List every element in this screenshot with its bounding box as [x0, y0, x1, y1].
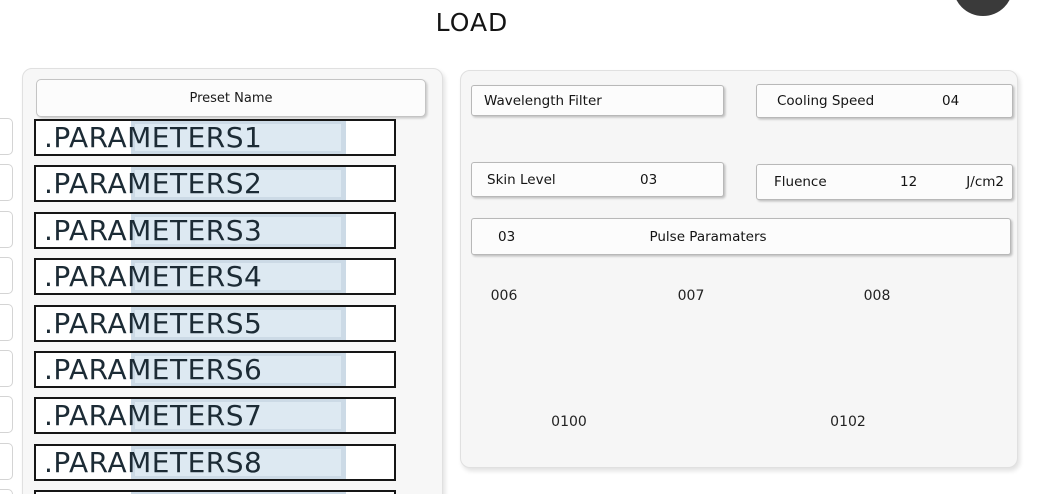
preset-item-label: .PARAMETERS1	[44, 121, 263, 154]
left-edge-partial-button	[0, 211, 13, 248]
preset-item-label: .PARAMETERS8	[44, 446, 263, 479]
cooling-speed-value: 04	[942, 93, 960, 109]
code-label: 007	[677, 288, 705, 304]
code-label: 0102	[830, 414, 866, 430]
pulse-parameters-value: 03	[498, 228, 516, 245]
preset-item[interactable]: .PARAMETERS3	[34, 212, 396, 249]
preset-item[interactable]: .PARAMETERS4	[34, 258, 396, 295]
selection-highlight	[131, 353, 346, 386]
fluence-label: Fluence	[774, 174, 827, 190]
left-edge-partial-button	[0, 304, 13, 341]
wavelength-filter-button[interactable]: Wavelength Filter	[471, 85, 724, 116]
selection-highlight	[131, 214, 346, 247]
selection-highlight	[131, 307, 346, 340]
selection-highlight	[131, 399, 346, 432]
preset-item-label: .PARAMETERS3	[44, 214, 263, 247]
preset-item-label: .PARAMETERS5	[44, 307, 263, 340]
left-edge-partial-button	[0, 396, 13, 433]
code-label: 008	[863, 288, 891, 304]
selection-highlight	[131, 446, 346, 479]
preset-item[interactable]: .PARAMETERS5	[34, 305, 396, 342]
code-label: 0100	[551, 414, 587, 430]
fluence-button[interactable]: Fluence 12 J/cm2	[756, 164, 1013, 200]
preset-name-header-button[interactable]: Preset Name	[36, 79, 426, 117]
preset-item-label: .PARAMETERS2	[44, 167, 263, 200]
wavelength-filter-label: Wavelength Filter	[484, 92, 602, 109]
pulse-parameters-button[interactable]: 03 Pulse Paramaters	[471, 218, 1011, 255]
preset-item-label: .PARAMETERS4	[44, 260, 263, 293]
preset-item[interactable]: .PARAMETERS2	[34, 165, 396, 202]
skin-level-button[interactable]: Skin Level 03	[471, 162, 724, 197]
selection-highlight	[131, 260, 346, 293]
status-circle	[953, 0, 1013, 16]
preset-item[interactable]: .PARAMETERS6	[34, 351, 396, 388]
preset-name-header-label: Preset Name	[189, 90, 273, 106]
skin-level-label: Skin Level	[487, 171, 556, 188]
left-edge-partial-button	[0, 350, 13, 387]
pulse-parameters-label: Pulse Paramaters	[649, 228, 767, 245]
selection-highlight	[131, 492, 346, 494]
left-edge-partial-button	[0, 257, 13, 294]
left-edge-partial-button	[0, 443, 13, 480]
preset-item[interactable]: .PARAMETERS8	[34, 444, 396, 481]
cooling-speed-button[interactable]: Cooling Speed 04	[756, 84, 1013, 118]
selection-highlight	[131, 167, 346, 200]
preset-item-label: .PARAMETERS6	[44, 353, 263, 386]
preset-item[interactable]: .PARAMETERS7	[34, 397, 396, 434]
preset-item[interactable]: .PARAMETERS1	[34, 119, 396, 156]
code-label: 006	[490, 288, 518, 304]
cooling-speed-label: Cooling Speed	[777, 93, 875, 109]
fluence-unit: J/cm2	[966, 174, 1004, 190]
selection-highlight	[131, 121, 346, 154]
left-edge-partial-button	[0, 118, 13, 155]
preset-panel: Preset Name .PARAMETERS1 .PARAMETERS2 .P…	[22, 68, 443, 494]
left-edge-partial-button	[0, 489, 13, 494]
settings-panel: Wavelength Filter Cooling Speed 04 Skin …	[460, 70, 1018, 468]
fluence-value: 12	[900, 174, 918, 190]
preset-item-partial[interactable]	[34, 490, 396, 494]
skin-level-value: 03	[640, 171, 658, 188]
left-edge-partial-button	[0, 164, 13, 201]
page-title: LOAD	[435, 8, 509, 37]
preset-item-label: .PARAMETERS7	[44, 399, 263, 432]
